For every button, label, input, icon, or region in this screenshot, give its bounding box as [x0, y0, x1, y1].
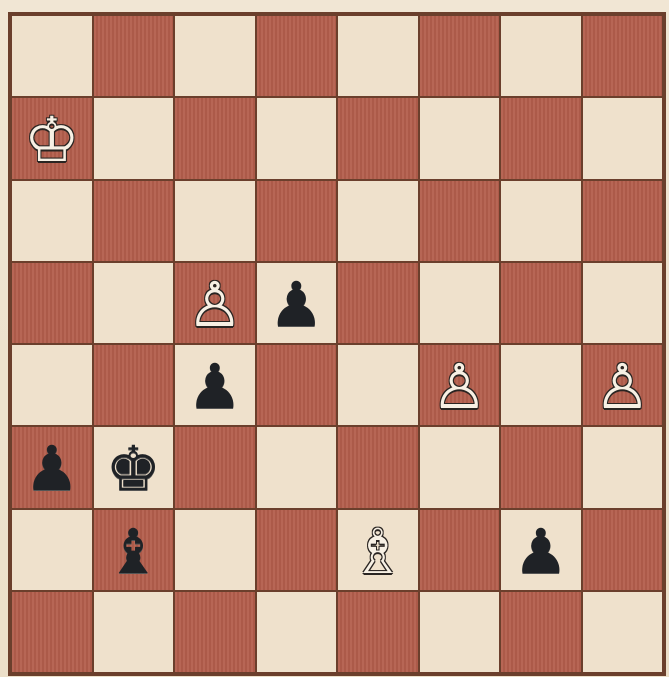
chessboard-frame: ♔ ♙ ♟ ♟ ♙ ♙ ♟ ♚ ♝ ♗ ♟	[8, 12, 666, 676]
square-f4[interactable]: ♙	[420, 345, 500, 425]
black-pawn-icon[interactable]: ♟	[513, 521, 569, 583]
square-e6[interactable]	[338, 181, 418, 261]
square-g4[interactable]	[501, 345, 581, 425]
square-a4[interactable]	[12, 345, 92, 425]
square-e3[interactable]	[338, 427, 418, 507]
square-d7[interactable]	[257, 98, 337, 178]
square-b4[interactable]	[94, 345, 174, 425]
chessboard: ♔ ♙ ♟ ♟ ♙ ♙ ♟ ♚ ♝ ♗ ♟	[12, 16, 662, 672]
square-a3[interactable]: ♟	[12, 427, 92, 507]
square-a6[interactable]	[12, 181, 92, 261]
black-pawn-icon[interactable]: ♟	[268, 274, 324, 336]
square-d5[interactable]: ♟	[257, 263, 337, 343]
square-g2[interactable]: ♟	[501, 510, 581, 590]
square-d2[interactable]	[257, 510, 337, 590]
square-c4[interactable]: ♟	[175, 345, 255, 425]
square-c3[interactable]	[175, 427, 255, 507]
white-pawn-icon[interactable]: ♙	[431, 356, 487, 418]
square-a5[interactable]	[12, 263, 92, 343]
black-bishop-icon[interactable]: ♝	[105, 521, 161, 583]
square-g8[interactable]	[501, 16, 581, 96]
square-e2[interactable]: ♗	[338, 510, 418, 590]
square-a7[interactable]: ♔	[12, 98, 92, 178]
white-bishop-icon[interactable]: ♗	[350, 521, 406, 583]
square-c7[interactable]	[175, 98, 255, 178]
square-h6[interactable]	[583, 181, 663, 261]
square-e5[interactable]	[338, 263, 418, 343]
square-h5[interactable]	[583, 263, 663, 343]
square-b5[interactable]	[94, 263, 174, 343]
square-b7[interactable]	[94, 98, 174, 178]
square-g1[interactable]	[501, 592, 581, 672]
square-f3[interactable]	[420, 427, 500, 507]
square-e4[interactable]	[338, 345, 418, 425]
square-g6[interactable]	[501, 181, 581, 261]
white-pawn-icon[interactable]: ♙	[187, 274, 243, 336]
square-b8[interactable]	[94, 16, 174, 96]
square-c8[interactable]	[175, 16, 255, 96]
square-b2[interactable]: ♝	[94, 510, 174, 590]
square-b6[interactable]	[94, 181, 174, 261]
square-f6[interactable]	[420, 181, 500, 261]
black-king-icon[interactable]: ♚	[105, 438, 161, 500]
square-a8[interactable]	[12, 16, 92, 96]
square-b3[interactable]: ♚	[94, 427, 174, 507]
square-c2[interactable]	[175, 510, 255, 590]
square-f8[interactable]	[420, 16, 500, 96]
square-a1[interactable]	[12, 592, 92, 672]
square-d4[interactable]	[257, 345, 337, 425]
square-c1[interactable]	[175, 592, 255, 672]
square-c6[interactable]	[175, 181, 255, 261]
square-f5[interactable]	[420, 263, 500, 343]
square-h7[interactable]	[583, 98, 663, 178]
square-g5[interactable]	[501, 263, 581, 343]
white-king-icon[interactable]: ♔	[24, 109, 80, 171]
square-c5[interactable]: ♙	[175, 263, 255, 343]
square-b1[interactable]	[94, 592, 174, 672]
square-f1[interactable]	[420, 592, 500, 672]
square-d8[interactable]	[257, 16, 337, 96]
square-f2[interactable]	[420, 510, 500, 590]
square-e1[interactable]	[338, 592, 418, 672]
black-pawn-icon[interactable]: ♟	[187, 356, 243, 418]
square-d1[interactable]	[257, 592, 337, 672]
square-h4[interactable]: ♙	[583, 345, 663, 425]
white-pawn-icon[interactable]: ♙	[594, 356, 650, 418]
square-g7[interactable]	[501, 98, 581, 178]
black-pawn-icon[interactable]: ♟	[24, 438, 80, 500]
square-e8[interactable]	[338, 16, 418, 96]
square-h2[interactable]	[583, 510, 663, 590]
square-g3[interactable]	[501, 427, 581, 507]
square-h8[interactable]	[583, 16, 663, 96]
square-a2[interactable]	[12, 510, 92, 590]
square-h3[interactable]	[583, 427, 663, 507]
square-h1[interactable]	[583, 592, 663, 672]
square-d3[interactable]	[257, 427, 337, 507]
square-f7[interactable]	[420, 98, 500, 178]
square-e7[interactable]	[338, 98, 418, 178]
square-d6[interactable]	[257, 181, 337, 261]
